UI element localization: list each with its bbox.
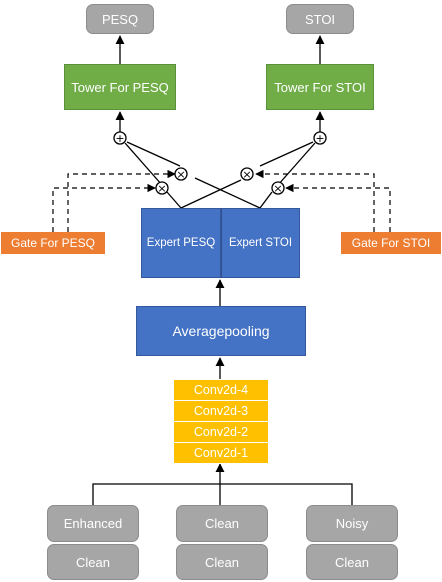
multiply-node-pesq-b	[174, 167, 188, 181]
expert-stoi: Expert STOI	[221, 208, 300, 278]
line-mult-pesq-a-to-sum	[124, 142, 163, 186]
conv-layer-1: Conv2d-1	[173, 442, 269, 464]
dashed-gate-pesq-to-mult-b	[67, 169, 176, 232]
multiply-symbol-pesq-b: ×	[176, 168, 185, 181]
line-mult-pesq-b-to-sum	[126, 141, 181, 167]
sum-symbol-pesq: +	[115, 132, 124, 145]
line-expert-pesq-to-mult-b	[180, 179, 242, 209]
conv-layer-3: Conv2d-3	[173, 400, 269, 422]
multiply-symbol-stoi-a: ×	[242, 168, 251, 181]
tower-stoi: Tower For STOI	[266, 64, 374, 110]
output-pesq: PESQ	[86, 4, 154, 34]
input-1-top: Enhanced	[47, 505, 139, 542]
line-expert-stoi-to-mult-a	[194, 177, 261, 209]
line-expert-pesq-to-mult-a	[166, 191, 182, 209]
averagepooling-block: Averagepooling	[136, 306, 306, 356]
sum-node-pesq	[113, 131, 127, 145]
multiply-node-stoi-a	[240, 167, 254, 181]
gate-pesq: Gate For PESQ	[1, 232, 105, 254]
expert-pesq: Expert PESQ	[141, 208, 221, 278]
gate-stoi: Gate For STOI	[341, 232, 441, 254]
multiply-symbol-pesq-a: ×	[157, 182, 166, 195]
output-stoi: STOI	[286, 4, 354, 34]
dashed-gate-stoi-to-mult-a	[255, 169, 375, 232]
line-inputs-bus	[92, 483, 353, 505]
line-mult-stoi-a-to-sum	[259, 141, 314, 167]
multiply-node-pesq-a	[155, 181, 169, 195]
sum-node-stoi	[313, 131, 327, 145]
conv-layer-4: Conv2d-4	[173, 379, 269, 401]
input-3-top: Noisy	[306, 505, 398, 542]
tower-pesq: Tower For PESQ	[64, 64, 176, 110]
dashed-gate-pesq-to-mult-a	[52, 183, 156, 232]
sum-symbol-stoi: +	[315, 132, 324, 145]
input-2-top: Clean	[176, 505, 268, 542]
input-1-bottom: Clean	[47, 544, 139, 580]
line-expert-stoi-to-mult-b	[259, 191, 273, 209]
conv-layer-2: Conv2d-2	[173, 421, 269, 443]
multiply-node-stoi-b	[271, 181, 285, 195]
multiply-symbol-stoi-b: ×	[273, 182, 282, 195]
line-mult-stoi-b-to-sum	[277, 142, 316, 186]
input-3-bottom: Clean	[306, 544, 398, 580]
input-2-bottom: Clean	[176, 544, 268, 580]
